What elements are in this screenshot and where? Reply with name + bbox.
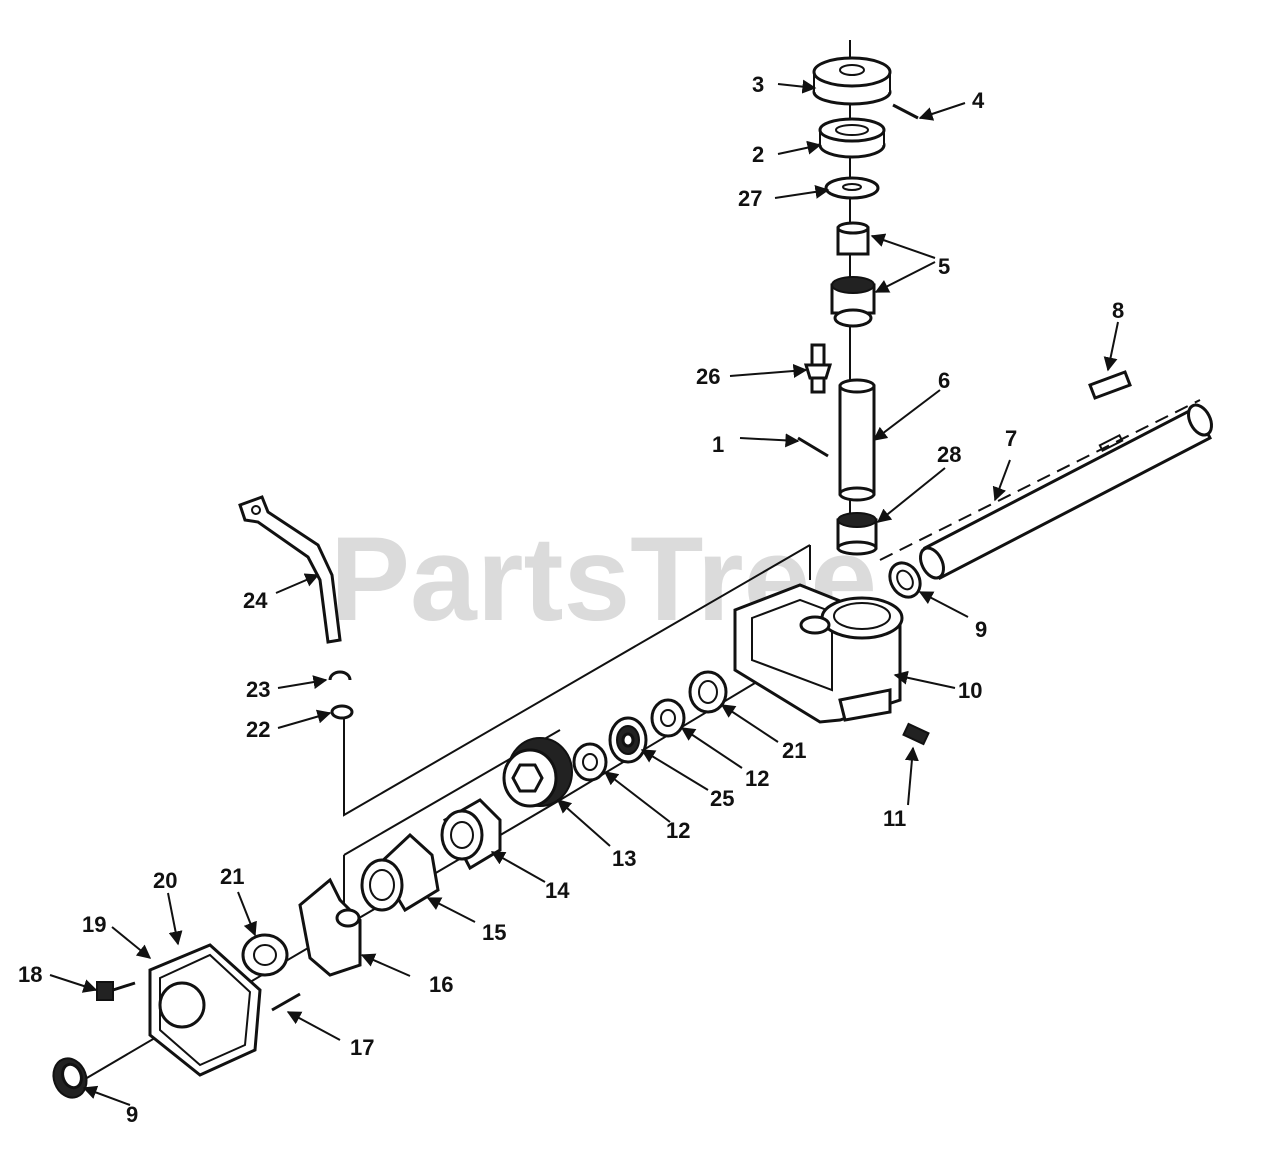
callout-17: 17: [350, 1035, 374, 1060]
callout-27: 27: [738, 186, 762, 211]
callout-12-b: 12: [666, 818, 690, 843]
part-6-shaft: [838, 378, 876, 502]
part-24-shift-rod: [238, 495, 342, 644]
callout-13: 13: [612, 846, 636, 871]
part-17-pin: [271, 992, 301, 1012]
part-26-grease-fitting: [803, 343, 833, 394]
part-3-pulley: [812, 56, 892, 106]
callout-21-right: 21: [782, 738, 806, 763]
part-28-bearing: [836, 512, 878, 556]
callout-7: 7: [1005, 426, 1017, 451]
part-23-e-clip: [328, 670, 352, 681]
callout-15: 15: [482, 920, 506, 945]
part-4-pin: [892, 103, 919, 120]
callout-11: 11: [883, 806, 906, 831]
callout-14: 14: [545, 878, 570, 903]
part-9-seal-left: [52, 1057, 88, 1099]
callout-20: 20: [153, 868, 177, 893]
part-15-clutch-cone: [360, 832, 440, 913]
leader-lines: [49, 79, 1119, 1106]
callout-16: 16: [429, 972, 453, 997]
callout-4: 4: [972, 88, 985, 113]
part-2-bearing: [818, 117, 886, 159]
callout-labels: 3 4 2 27 5 26 6 1 7 8 28 9 10 11 21 12 2…: [18, 72, 1124, 1127]
callout-10: 10: [958, 678, 982, 703]
part-12-washer-a: [650, 698, 686, 738]
callout-18: 18: [18, 962, 42, 987]
part-16-shift-fork: [298, 877, 362, 977]
part-13-gear: [502, 737, 573, 808]
part-8-key: [1088, 370, 1132, 400]
part-25-thrust-bearing: [608, 716, 648, 764]
part-10-housing: [733, 583, 904, 724]
part-12-washer-b: [572, 742, 608, 782]
part-9-seal-right: [888, 561, 922, 599]
callout-12-a: 12: [745, 766, 769, 791]
callout-19: 19: [82, 912, 106, 937]
callout-5: 5: [938, 254, 950, 279]
callout-24: 24: [243, 588, 268, 613]
callout-26: 26: [696, 364, 720, 389]
callout-22: 22: [246, 717, 270, 742]
callout-8: 8: [1112, 298, 1124, 323]
part-7-axle: [919, 403, 1213, 581]
part-22-washer: [330, 704, 354, 720]
part-14-clutch-collar: [440, 798, 502, 871]
callout-21-left: 21: [220, 864, 244, 889]
part-27-washer: [824, 176, 880, 200]
part-21-bushing-right: [688, 670, 728, 714]
callout-3: 3: [752, 72, 764, 97]
part-5-bushing-gear: [830, 221, 876, 328]
callout-1: 1: [712, 432, 724, 457]
callout-6: 6: [938, 368, 950, 393]
part-20-cover: [148, 943, 262, 1077]
callout-25: 25: [710, 786, 734, 811]
callout-2: 2: [752, 142, 764, 167]
callout-9-right: 9: [975, 617, 987, 642]
part-1-pin: [797, 436, 829, 458]
part-11-set-screw: [902, 722, 930, 746]
callout-28: 28: [937, 442, 961, 467]
part-21-bushing-left: [241, 933, 289, 977]
part-18-bolt: [96, 981, 136, 1001]
callout-23: 23: [246, 677, 270, 702]
callout-9-left: 9: [126, 1102, 138, 1127]
